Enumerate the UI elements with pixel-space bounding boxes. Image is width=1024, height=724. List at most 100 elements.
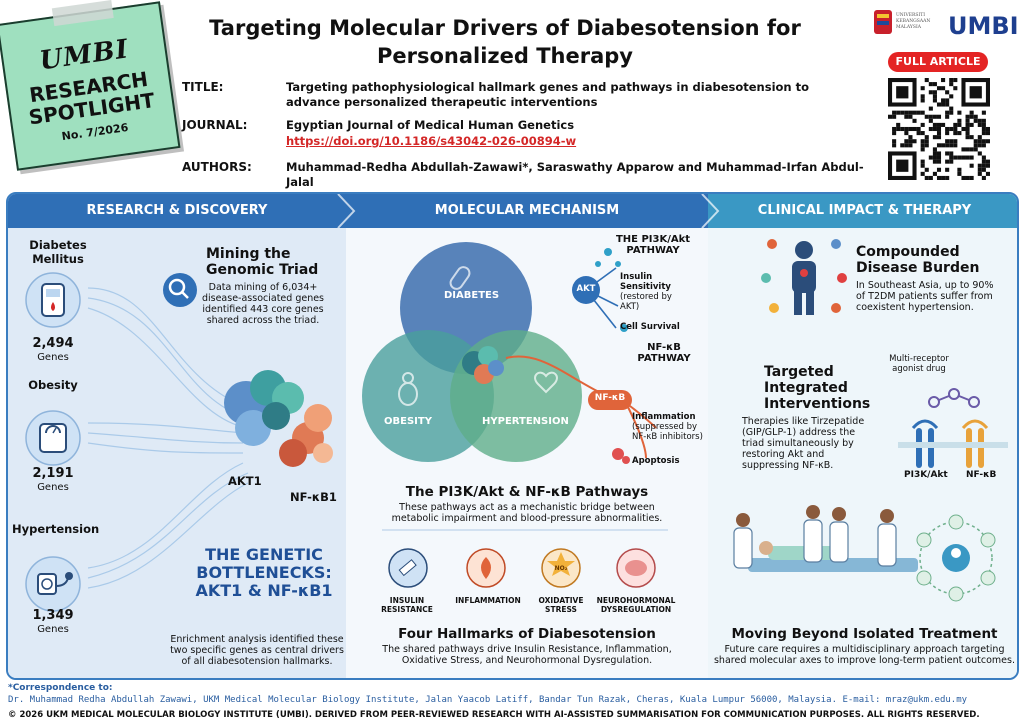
targeted-text-4: restoring Akt and <box>742 449 825 460</box>
hallmarks-text-2: Oxidative Stress, and Neurohormonal Dysr… <box>401 655 653 666</box>
hallmarks-text: The shared pathways drive Insulin Resist… <box>346 644 708 666</box>
targeted-text-3: triad simultaneously by <box>742 438 854 449</box>
body-icon <box>398 372 418 406</box>
pi3k-title: THE PI3K/Akt PATHWAY <box>608 234 698 256</box>
mining-text-4: shared across the triad. <box>206 315 320 326</box>
care-team-icon <box>733 505 918 572</box>
pi3k-title-2: PATHWAY <box>626 245 680 256</box>
drug-molecule-icon <box>928 388 980 408</box>
hallmark-inflammation: INFLAMMATION <box>455 596 521 605</box>
heart-icon <box>534 371 558 394</box>
targeted-text: Therapies like Tirzepatide (GIP/GLP-1) a… <box>742 416 872 471</box>
pathways-text-1: These pathways act as a mechanistic brid… <box>399 502 655 513</box>
clinical-illustrations <box>733 239 1008 602</box>
protein-akt1-icon <box>224 370 304 446</box>
protein-complex-icon <box>462 346 504 384</box>
h4-2: DYSREGULATION <box>600 605 672 614</box>
pathways-title: The PI3K/Akt & NF-κB Pathways <box>405 484 649 500</box>
blood-pressure-icon <box>37 572 73 595</box>
section-header-clinical: CLINICAL IMPACT & THERAPY <box>708 194 1017 228</box>
mining-text: Data mining of 6,034+ disease-associated… <box>188 282 338 326</box>
title-line-2: Personalized Therapy <box>376 44 633 68</box>
mining-text-1: Data mining of 6,034+ <box>208 282 318 293</box>
bottleneck-line-1: THE GENETIC <box>205 545 323 564</box>
journal-label: JOURNAL: <box>182 118 248 132</box>
cell-survival: Cell Survival <box>620 322 680 332</box>
correspondence-label: *Correspondence to: <box>8 683 113 693</box>
akt-label: AKT <box>576 284 596 294</box>
molecule-icon <box>595 248 628 332</box>
drug-2: agonist drug <box>892 364 946 374</box>
title-label: TITLE: <box>182 80 224 94</box>
burden-title-1: Compounded <box>856 244 960 260</box>
hallmarks-title: Four Hallmarks of Diabesotension <box>398 626 656 642</box>
diabetes-label-1: Diabetes <box>29 238 87 252</box>
care-network-icon <box>916 514 996 602</box>
obesity-label: Obesity <box>28 378 78 392</box>
enrich-2: two specific genes as central drivers <box>170 645 344 656</box>
svg-text:NO₂: NO₂ <box>555 565 568 572</box>
gene-stream-lines <box>25 272 333 612</box>
venn-obesity-label: OBESITY <box>384 416 432 427</box>
hypertension-gene-count: 1,349 <box>32 608 74 623</box>
diabetes-label: Diabetes Mellitus <box>18 238 98 266</box>
mining-text-2: disease-associated genes <box>201 293 325 304</box>
nfkb-badge: NF-κB <box>594 393 626 403</box>
beyond-text: Future care requires a multidisciplinary… <box>708 644 1017 666</box>
hallmark-neurohormonal: NEUROHORMONAL DYSREGULATION <box>596 596 676 614</box>
insulin-sensitivity: Insulin Sensitivity (restored by AKT) <box>620 272 710 312</box>
burden-text: In Southeast Asia, up to 90% of T2DM pat… <box>856 280 1016 313</box>
hallmark-oxidative-stress: OXIDATIVE STRESS <box>526 596 596 614</box>
venn-hypertension-label: HYPERTENSION <box>482 416 569 427</box>
protein-nfkb1-icon <box>279 404 333 467</box>
venn-diagram: NO₂ <box>362 242 668 588</box>
doi-link[interactable]: https://doi.org/10.1186/s43042-026-00894… <box>286 134 577 148</box>
qr-code-icon[interactable] <box>888 78 990 180</box>
health-icons <box>761 239 847 313</box>
beyond-title: Moving Beyond Isolated Treatment <box>731 626 998 642</box>
pathways-text-2: metabolic impairment and blood-pressure … <box>391 513 663 524</box>
h1-1: INSULIN <box>389 596 425 605</box>
correspondence-text: Dr. Muhammad Redha Abdullah Zawawi, UKM … <box>8 695 968 705</box>
chevron-divider-icon <box>701 194 720 228</box>
h4-1: NEUROHORMONAL <box>596 596 676 605</box>
diabetes-label-2: Mellitus <box>32 252 84 266</box>
insulin-3: (restored by <box>620 292 672 302</box>
targeted-2: Integrated <box>764 380 848 396</box>
section-header-discovery: RESEARCH & DISCOVERY <box>8 194 346 228</box>
insulin-4: AKT) <box>620 302 640 312</box>
drug-1: Multi-receptor <box>889 354 949 364</box>
nfkb-title-2: PATHWAY <box>637 353 691 364</box>
inflammation-info: Inflammation (suppressed by NF-κB inhibi… <box>632 412 708 442</box>
svg-text:MALAYSIA: MALAYSIA <box>896 24 922 30</box>
nfkb1-label: NF-κB1 <box>290 490 337 504</box>
h3-2: STRESS <box>545 605 577 614</box>
hallmark-insulin-resistance: INSULIN RESISTANCE <box>372 596 442 614</box>
flame-icon <box>466 548 506 588</box>
venn-diabetes-label: DIABETES <box>444 290 500 301</box>
bottleneck-line-2: BOTTLENECKS: <box>196 563 332 582</box>
umbi-logo: UMBI <box>948 12 1018 40</box>
mining-text-3: identified 443 core genes <box>202 304 324 315</box>
pathways-text: These pathways act as a mechanistic brid… <box>346 502 708 524</box>
svg-text:UNIVERSITI: UNIVERSITI <box>896 12 925 18</box>
hypertension-label: Hypertension <box>12 522 100 536</box>
tape-decoration <box>51 0 114 27</box>
genes-unit: Genes <box>37 352 69 363</box>
glucose-meter-icon <box>41 283 65 317</box>
authors: Muhammad-Redha Abdullah-Zawawi*, Saraswa… <box>286 160 864 189</box>
nfkb-title: NF-κB PATHWAY <box>628 342 700 364</box>
hallmarks-text-1: The shared pathways drive Insulin Resist… <box>382 644 672 655</box>
venn-hypertension-circle <box>450 330 582 462</box>
section-header-mechanism: MOLECULAR MECHANISM <box>346 194 708 228</box>
bottleneck-line-3: AKT1 & NF-κB1 <box>195 581 333 600</box>
ukm-crest-icon <box>874 10 892 34</box>
cell-icon <box>612 448 630 464</box>
brain-icon <box>616 548 656 588</box>
inflammation-3: NF-κB inhibitors) <box>632 432 703 442</box>
journal-name: Egyptian Journal of Medical Human Geneti… <box>286 118 575 132</box>
enrich-3: of all diabesotension hallmarks. <box>181 656 333 667</box>
full-article-button[interactable]: FULL ARTICLE <box>888 52 988 72</box>
page-title: Targeting Molecular Drivers of Diabesote… <box>150 14 860 70</box>
